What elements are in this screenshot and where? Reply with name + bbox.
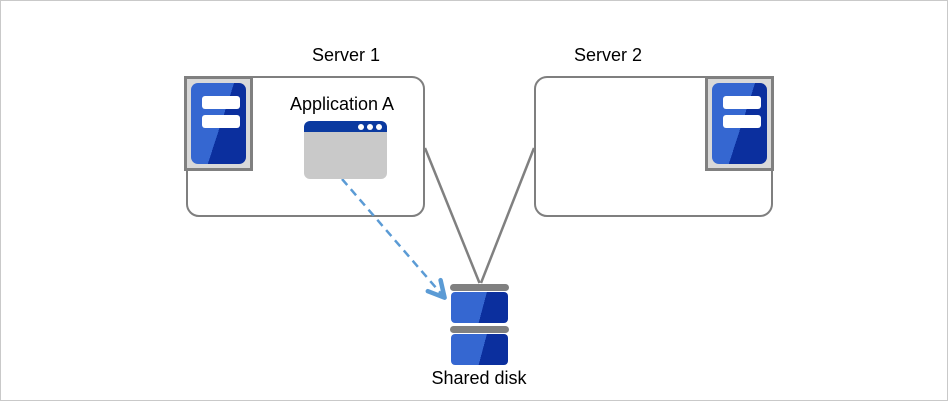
- server2-label: Server 2: [573, 45, 643, 65]
- window-body: [304, 132, 387, 179]
- tower-drive-slot: [723, 115, 761, 128]
- server1-label: Server 1: [311, 45, 381, 65]
- shared-disk-icon: [451, 292, 508, 323]
- shared-disk-icon: [450, 326, 509, 333]
- server-tower-icon: [191, 83, 246, 164]
- shared-disk-icon: [450, 284, 509, 291]
- shared-disk-icon: [451, 334, 508, 365]
- server1-to-disk-line: [423, 147, 481, 284]
- window-button-dot: [367, 123, 373, 130]
- tower-drive-slot: [202, 115, 240, 128]
- shared-disk-label: Shared disk: [431, 368, 527, 388]
- window-titlebar: [304, 121, 387, 132]
- tower-drive-slot: [723, 96, 761, 109]
- server2-to-disk-line: [479, 147, 536, 284]
- application-a-label: Application A: [289, 94, 395, 114]
- server-tower-icon: [712, 83, 767, 164]
- server2-tower-panel: [705, 76, 774, 171]
- server1-tower-panel: [184, 76, 253, 171]
- window-button-dot: [376, 123, 382, 130]
- tower-drive-slot: [202, 96, 240, 109]
- window-button-dot: [358, 123, 364, 130]
- application-window-icon: [304, 121, 387, 179]
